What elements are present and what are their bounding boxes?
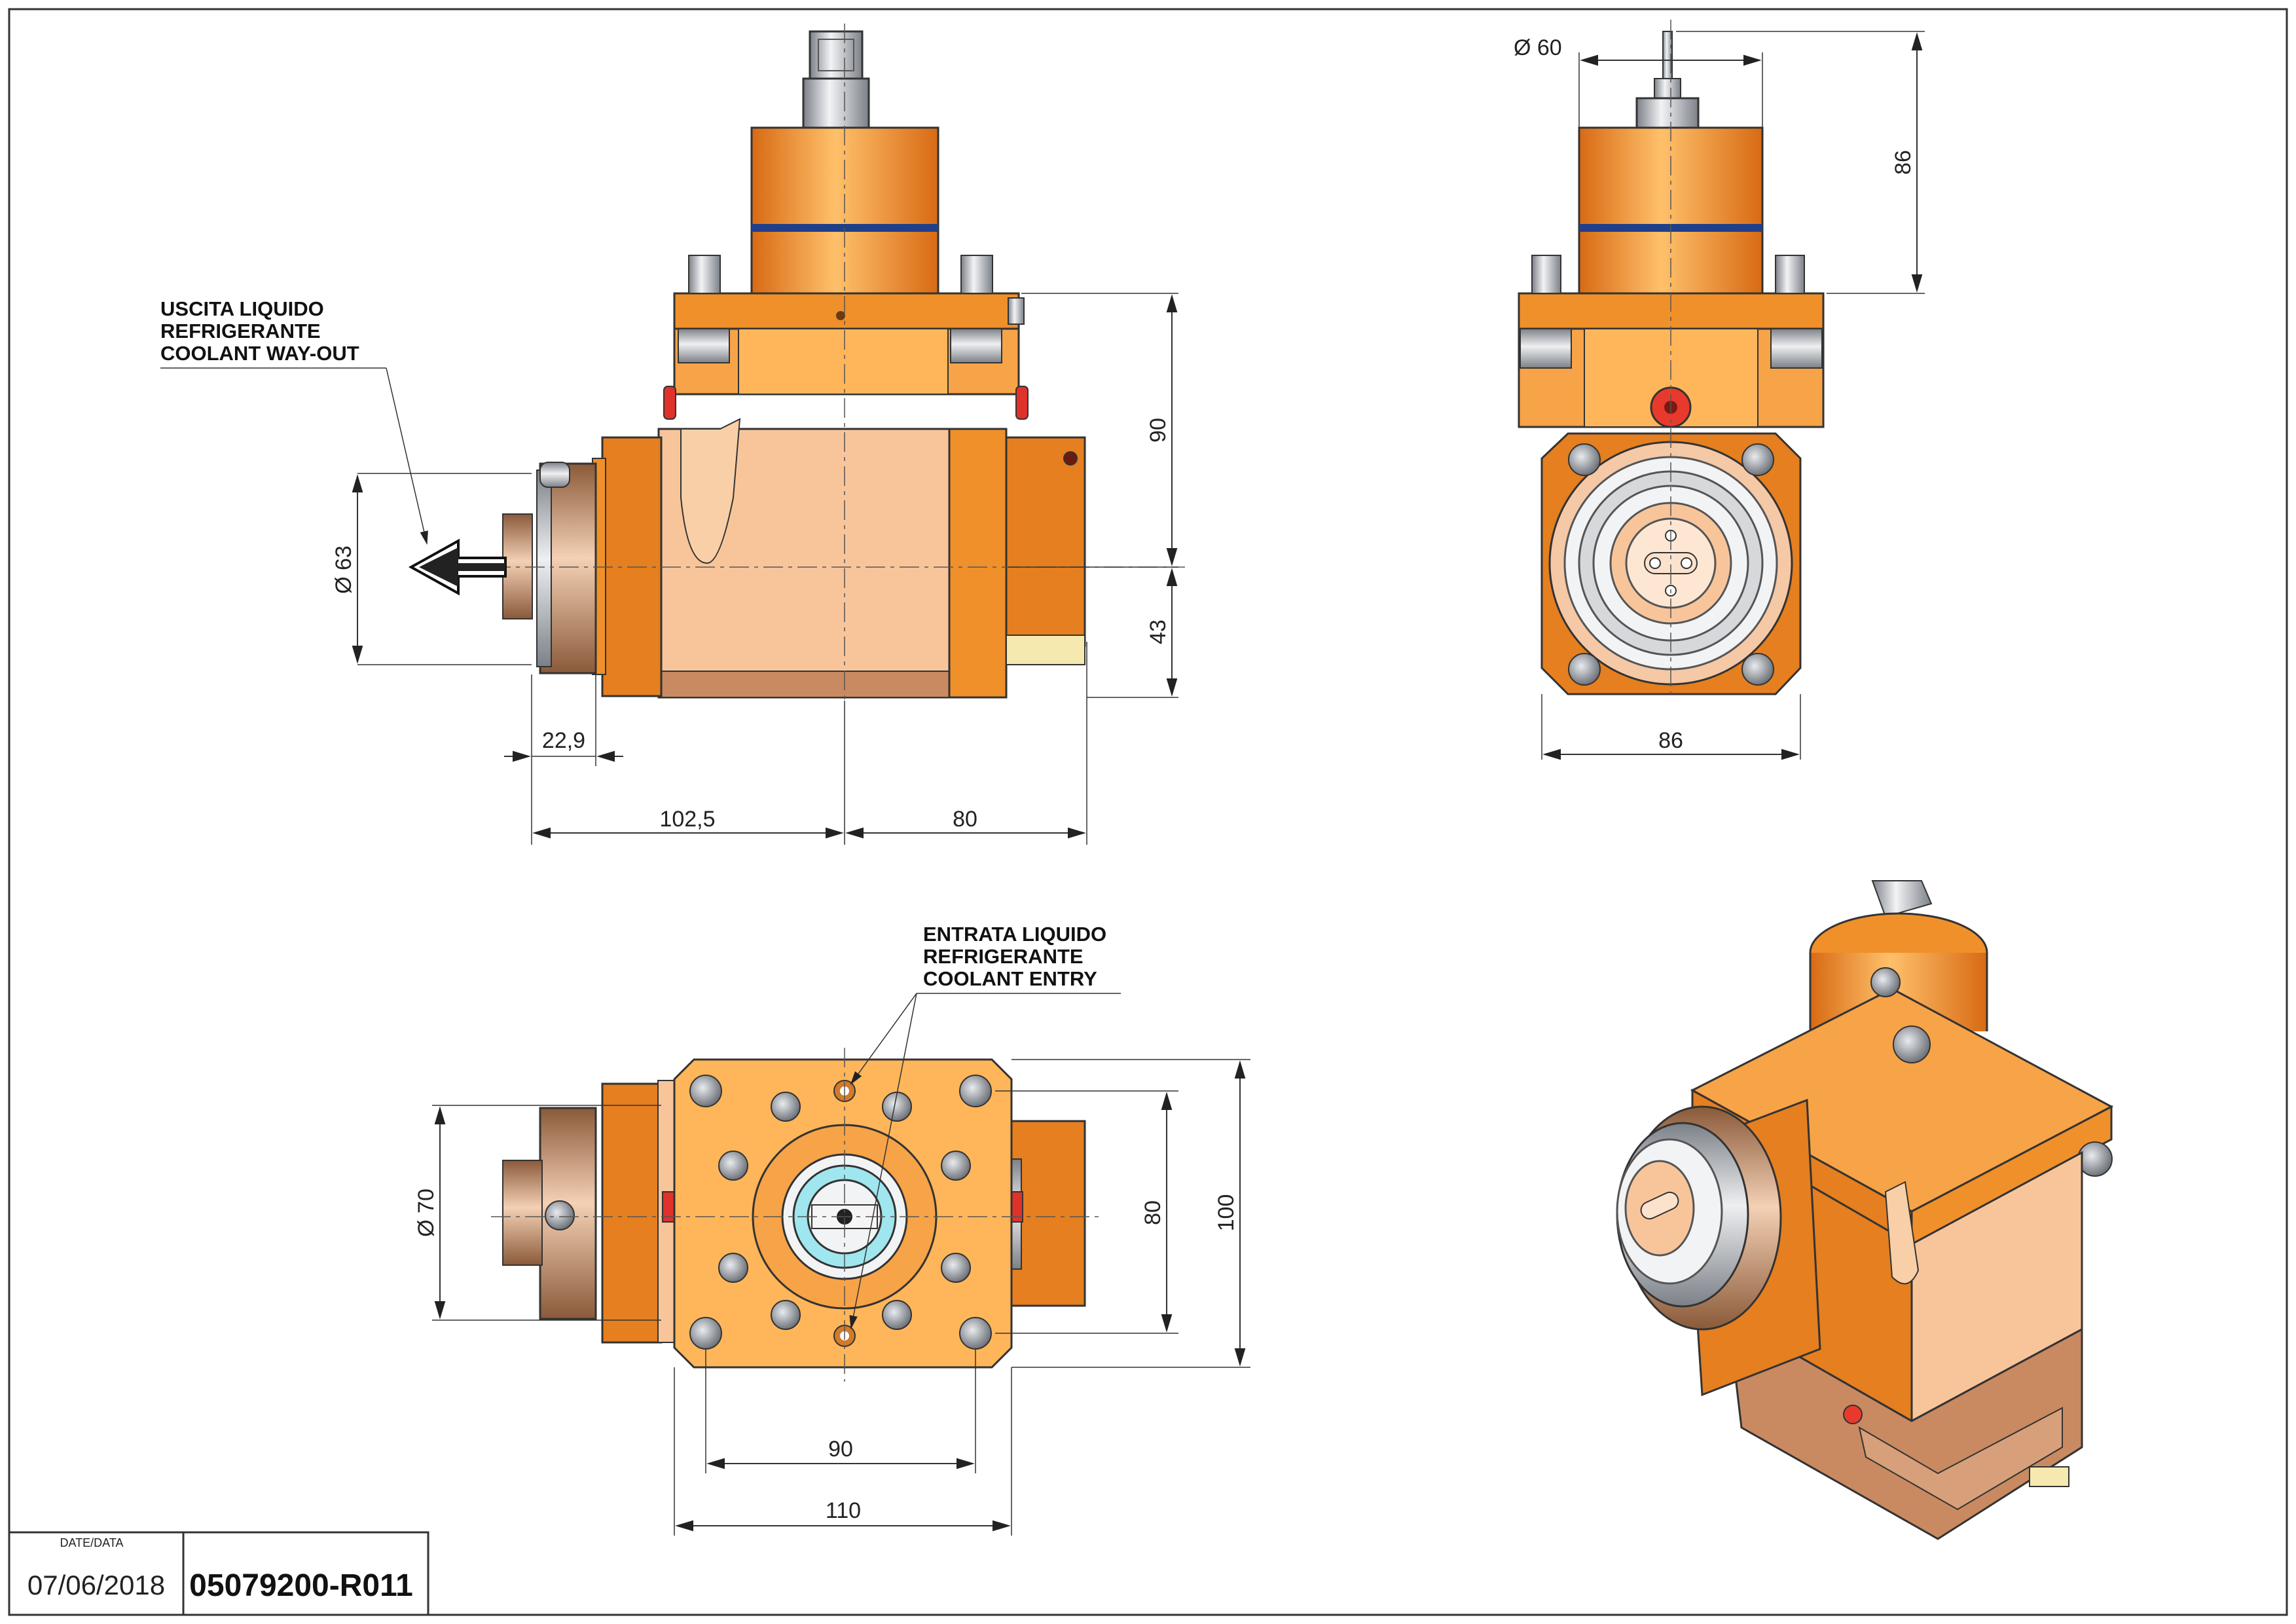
dim-front-w22-9: 22,9 (542, 728, 585, 753)
front-view (408, 24, 1185, 701)
dim-bottom-d70: Ø 70 (414, 1189, 439, 1237)
dim-side-h86: 86 (1891, 150, 1916, 175)
dim-front-h43: 43 (1146, 619, 1171, 644)
title-block: DATE/DATA 07/06/2018 05079200-R011 (8, 1531, 429, 1616)
title-block-code: 05079200-R011 (189, 1568, 413, 1603)
title-block-date-label: DATE/DATA (60, 1536, 123, 1549)
dim-bottom-w110: 110 (826, 1498, 861, 1523)
dim-bottom-h80: 80 (1140, 1200, 1165, 1225)
dim-side-d60: Ø 60 (1514, 35, 1562, 60)
dim-front-h90: 90 (1146, 418, 1171, 443)
dim-front-w80: 80 (953, 807, 977, 832)
coolant-out-line-2: REFRIGERANTE (160, 320, 321, 342)
coolant-in-line-2: REFRIGERANTE (923, 945, 1084, 968)
dim-bottom-h100: 100 (1214, 1194, 1239, 1232)
dim-front-w102-5: 102,5 (659, 807, 715, 832)
dim-bottom-w90: 90 (828, 1437, 853, 1462)
coolant-out-note: USCITA LIQUIDO REFRIGERANTE COOLANT WAY-… (160, 297, 428, 545)
side-dimensions: Ø 60 86 86 (1514, 31, 1925, 760)
side-view (1518, 20, 1825, 695)
coolant-in-line-1: ENTRATA LIQUIDO (923, 923, 1106, 946)
bottom-view (491, 1048, 1100, 1382)
sheet-border (8, 8, 2288, 1616)
title-block-date: 07/06/2018 (27, 1570, 165, 1600)
front-dimensions: Ø 63 90 43 22,9 102,5 80 (331, 293, 1178, 845)
coolant-out-line-1: USCITA LIQUIDO (160, 297, 324, 320)
dim-front-d63: Ø 63 (331, 545, 356, 594)
coolant-in-line-3: COOLANT ENTRY (923, 967, 1097, 990)
coolant-in-note: ENTRATA LIQUIDO REFRIGERANTE COOLANT ENT… (849, 923, 1121, 1330)
bottom-dimensions: Ø 70 80 100 90 110 (414, 1059, 1250, 1536)
coolant-out-line-3: COOLANT WAY-OUT (160, 342, 359, 365)
dim-side-w86: 86 (1658, 728, 1683, 753)
isometric-view (1616, 880, 2114, 1540)
